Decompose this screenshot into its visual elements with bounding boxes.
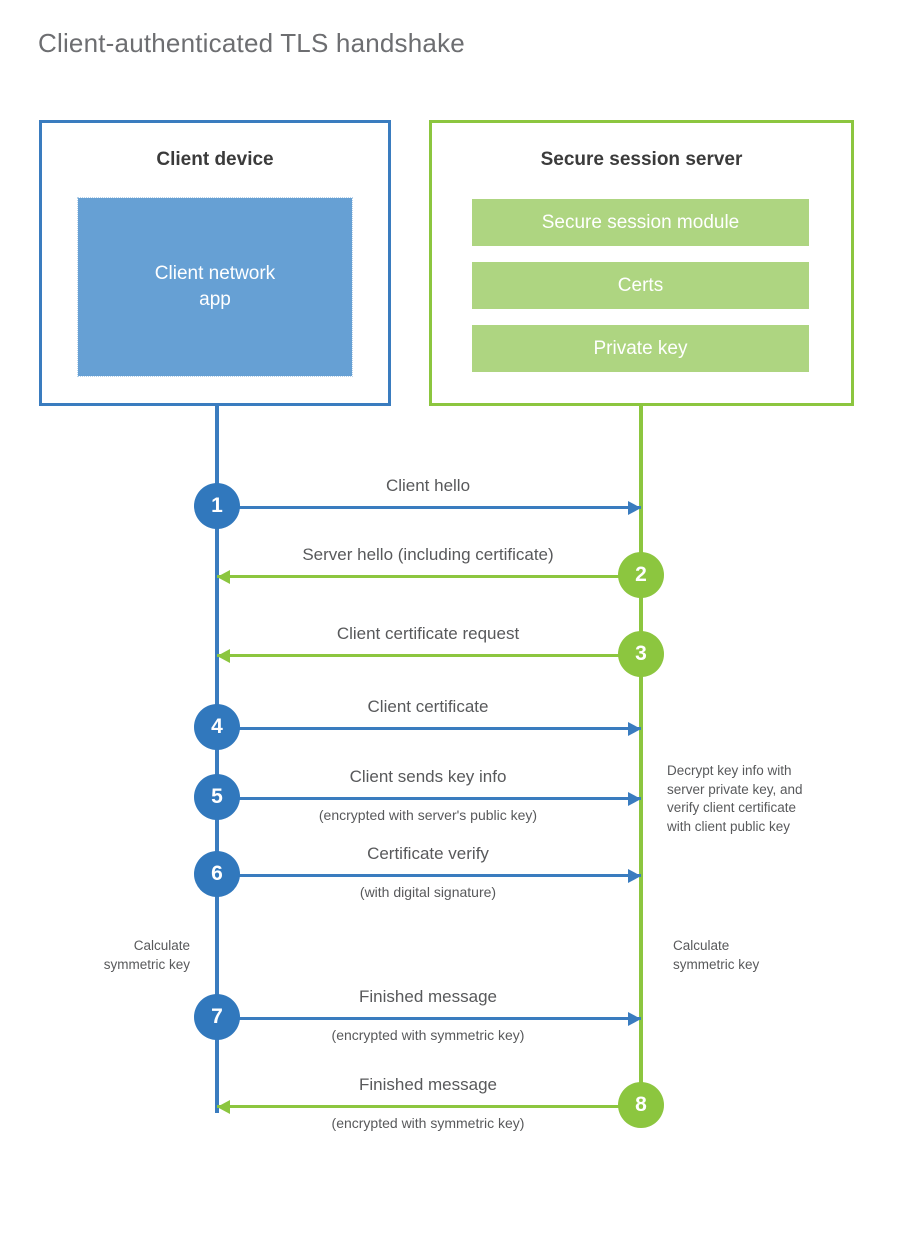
arrow-head-1 — [628, 500, 641, 515]
message-line-5 — [217, 797, 641, 800]
message-sublabel-6: (with digital signature) — [359, 884, 497, 900]
step-badge-7[interactable]: 7 — [194, 994, 240, 1040]
message-line-8 — [217, 1105, 641, 1108]
message-sublabel-8: (encrypted with symmetric key) — [331, 1115, 525, 1131]
arrow-head-3 — [217, 648, 230, 663]
server-component-certs: Certs — [472, 262, 809, 309]
message-label-8: Finished message — [359, 1075, 497, 1094]
step-badge-6[interactable]: 6 — [194, 851, 240, 897]
note-server-calculate-symmetric-key: Calculate symmetric key — [673, 938, 760, 972]
message-label-5: Client sends key info — [349, 767, 507, 786]
note-client-calculate-symmetric-key: Calculate symmetric key — [103, 938, 190, 972]
note-server-decrypt: Decrypt key info with server private key… — [667, 763, 803, 834]
message-sublabel-5: (encrypted with server's public key) — [318, 807, 538, 823]
secure-session-server-title: Secure session server — [540, 149, 743, 170]
page-title: Client-authenticated TLS handshake — [38, 28, 465, 58]
server-component-secure-session-module: Secure session module — [472, 199, 809, 246]
message-label-7: Finished message — [359, 987, 497, 1006]
message-line-6 — [217, 874, 641, 877]
client-device-box: Client device Client network app — [39, 120, 391, 406]
message-line-2 — [217, 575, 641, 578]
client-device-title: Client device — [156, 149, 274, 170]
arrow-head-2 — [217, 569, 230, 584]
message-label-6: Certificate verify — [367, 844, 489, 863]
server-lifeline — [639, 403, 643, 1108]
message-label-4: Client certificate — [367, 697, 489, 716]
message-line-7 — [217, 1017, 641, 1020]
step-badge-5[interactable]: 5 — [194, 774, 240, 820]
client-lifeline — [215, 403, 219, 1113]
step-badge-8[interactable]: 8 — [618, 1082, 664, 1128]
arrow-head-5 — [628, 791, 641, 806]
message-line-3 — [217, 654, 641, 657]
arrow-head-7 — [628, 1011, 641, 1026]
server-component-private-key: Private key — [472, 325, 809, 372]
message-label-1: Client hello — [385, 476, 471, 495]
message-label-2: Server hello (including certificate) — [302, 545, 554, 564]
secure-session-server-box: Secure session server Secure session mod… — [429, 120, 854, 406]
step-badge-4[interactable]: 4 — [194, 704, 240, 750]
message-label-3: Client certificate request — [336, 624, 520, 643]
step-badge-3[interactable]: 3 — [618, 631, 664, 677]
message-line-4 — [217, 727, 641, 730]
client-network-app-box: Client network app — [77, 197, 353, 377]
step-badge-1[interactable]: 1 — [194, 483, 240, 529]
message-sublabel-7: (encrypted with symmetric key) — [331, 1027, 525, 1043]
arrow-head-4 — [628, 721, 641, 736]
arrow-head-6 — [628, 868, 641, 883]
message-line-1 — [217, 506, 641, 509]
step-badge-2[interactable]: 2 — [618, 552, 664, 598]
arrow-head-8 — [217, 1099, 230, 1114]
client-network-app-label: Client network app — [154, 263, 276, 310]
